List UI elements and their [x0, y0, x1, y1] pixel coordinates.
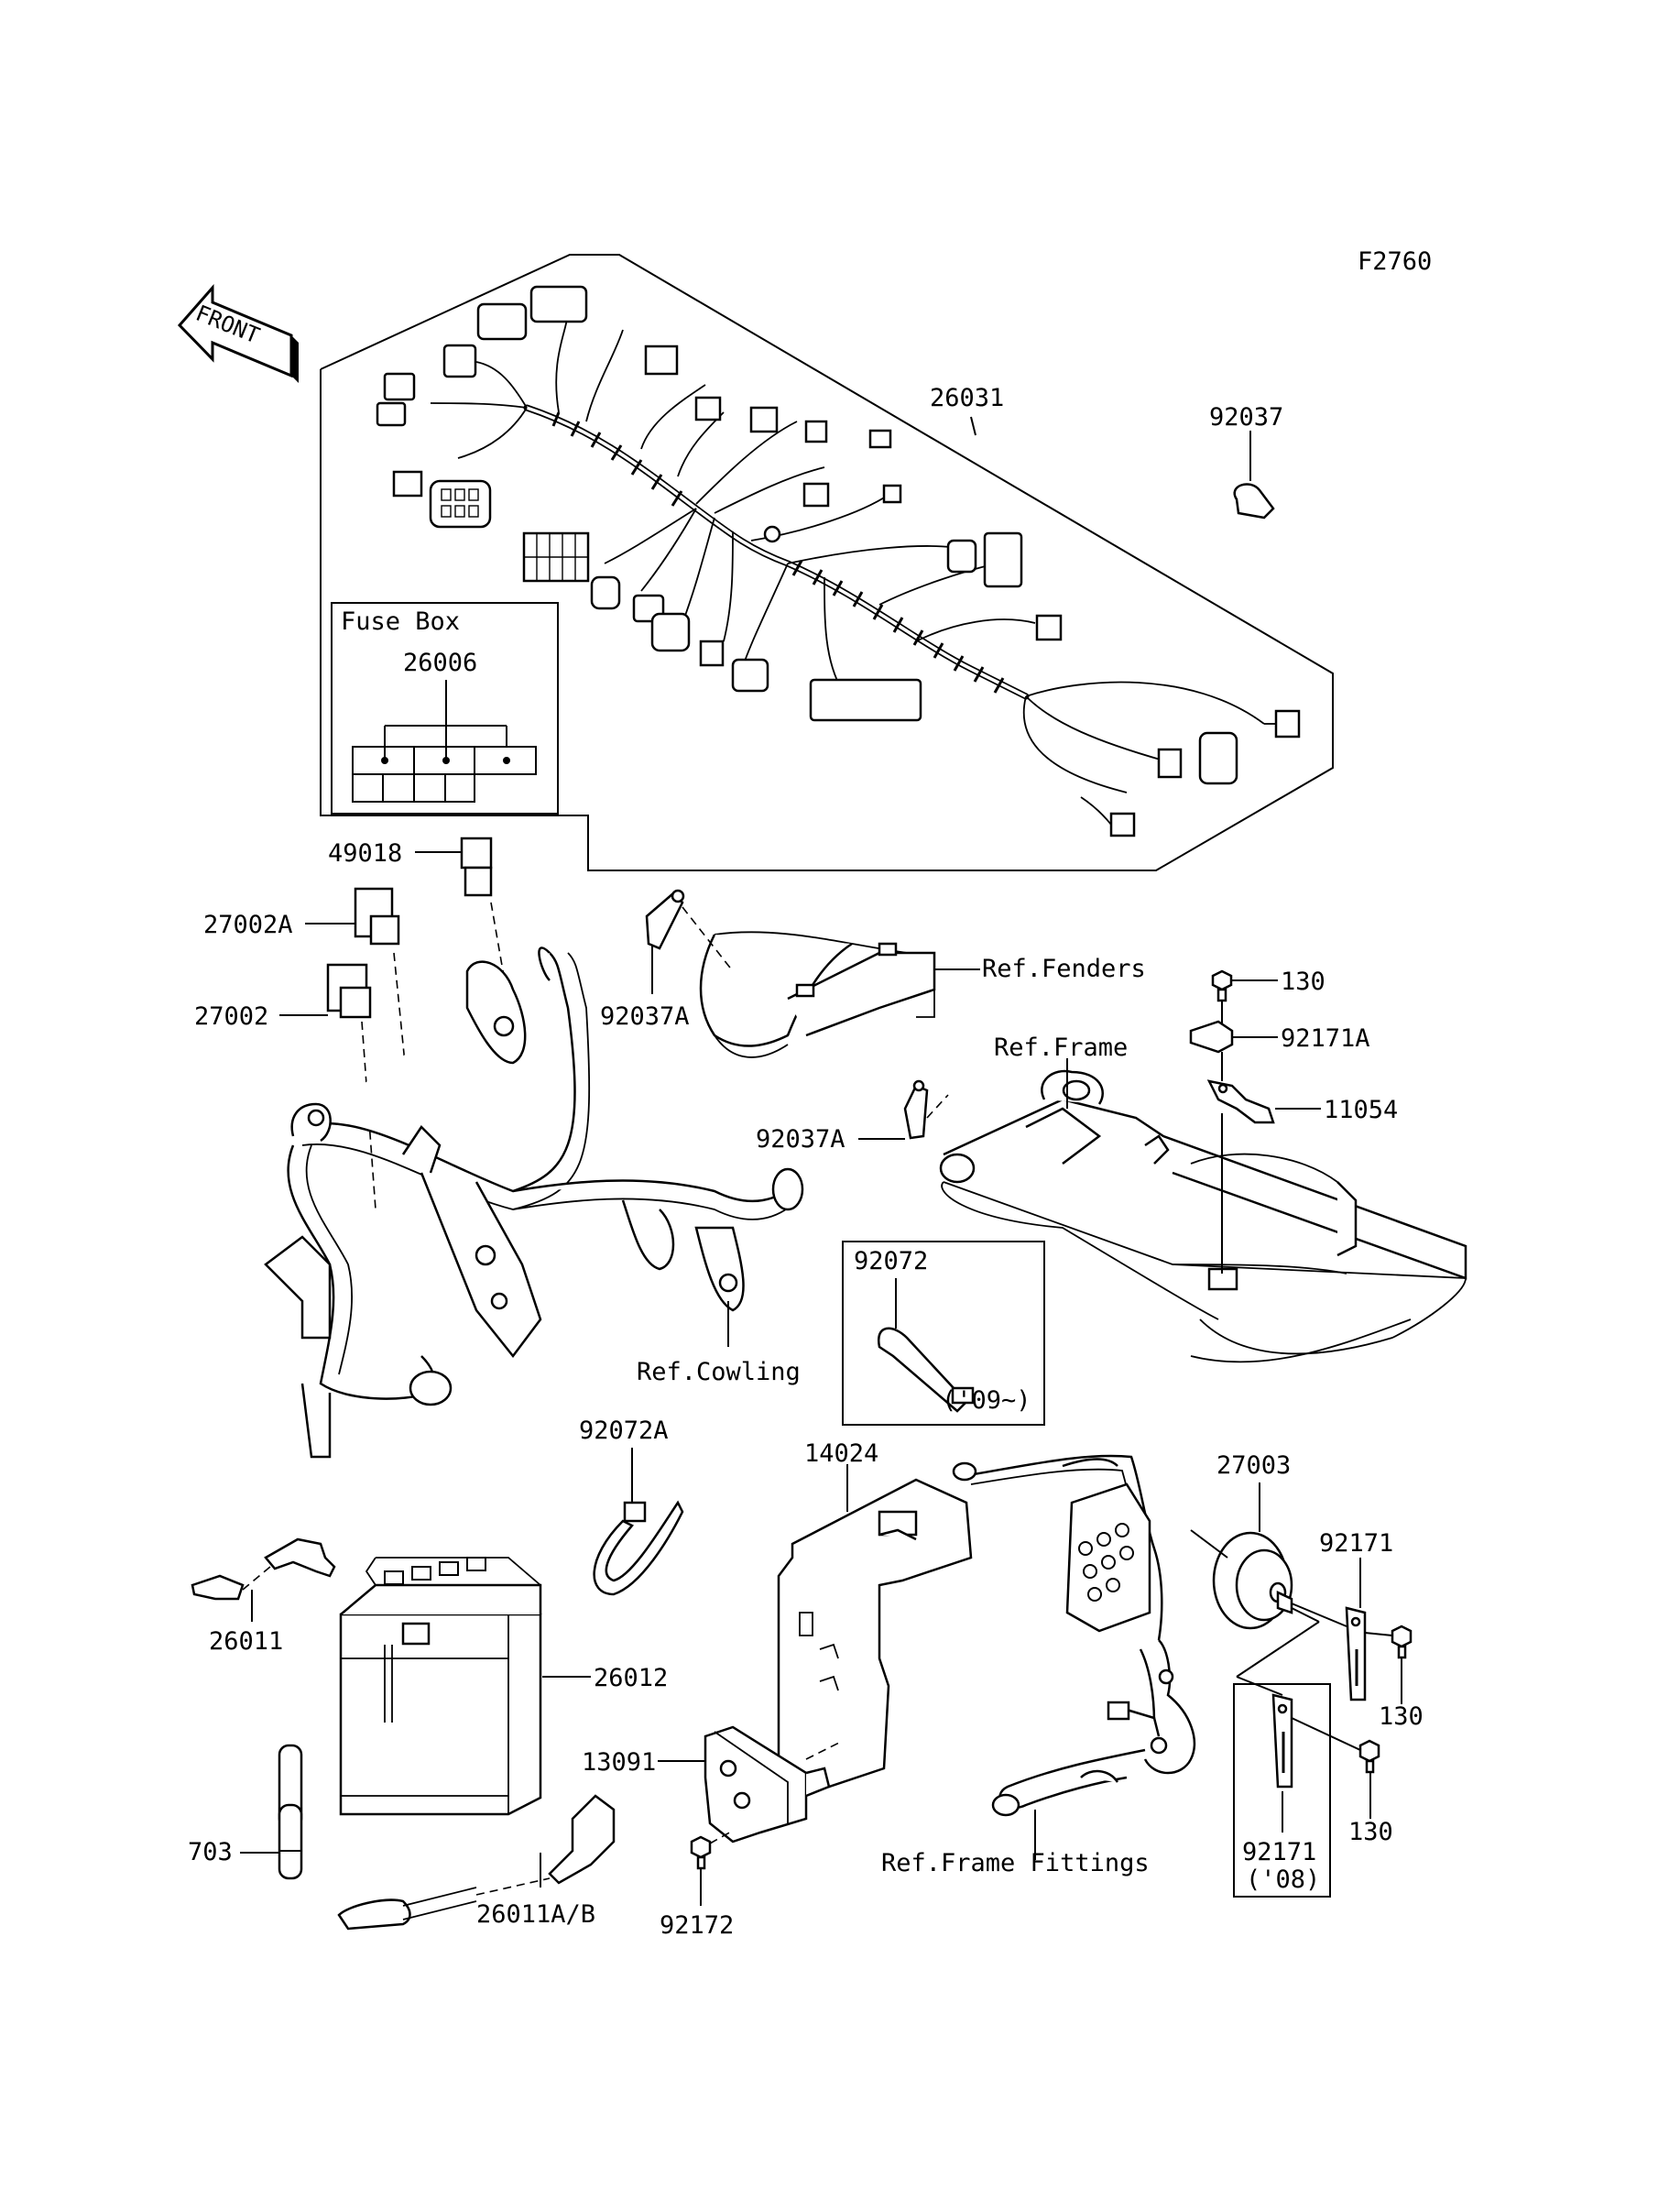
battery-26012 [339, 1557, 542, 1816]
rear-fender-ref [699, 931, 936, 1058]
label-130-low: 130 [1348, 1818, 1393, 1846]
battery-lead-26011 [191, 1537, 336, 1601]
label-92072A: 92072A [579, 1417, 669, 1445]
front-arrow-icon: FRONT [177, 284, 299, 383]
bolt-130-mid [1391, 1625, 1413, 1659]
label-130-mid: 130 [1379, 1702, 1424, 1731]
label-92171: 92171 [1319, 1529, 1393, 1558]
label-ref-cowling: Ref.Cowling [637, 1358, 801, 1386]
label-27002: 27002 [194, 1002, 268, 1031]
label-92072: 92072 [854, 1247, 928, 1275]
bolt-130-low [1358, 1739, 1380, 1774]
battery-cover-14024 [777, 1478, 973, 1789]
label-92171-08: 92171 [1242, 1838, 1316, 1866]
harness-group-boundary [320, 254, 1334, 871]
clamp-92037A-upper [645, 889, 685, 950]
bolt-92172 [690, 1835, 712, 1870]
bracket-92171 [1345, 1606, 1367, 1701]
fuse-box-part-number: 26006 [403, 649, 477, 677]
rear-frame-ref [939, 1069, 1467, 1363]
label-26031: 26031 [930, 384, 1004, 412]
label-26011: 26011 [209, 1627, 283, 1656]
frame-fittings-ref [952, 1454, 1195, 1817]
label-92037A-lower: 92037A [756, 1125, 845, 1154]
note-08: ('08) [1246, 1865, 1320, 1894]
label-26012: 26012 [594, 1664, 668, 1692]
fuse-box-inset: Fuse Box 26006 [331, 602, 559, 815]
label-703: 703 [188, 1838, 233, 1866]
relay-49018 [460, 837, 493, 897]
battery-holder-13091 [704, 1725, 831, 1843]
diagram-code: F2760 [1358, 247, 1432, 276]
label-11054: 11054 [1324, 1096, 1398, 1124]
label-ref-frame-fittings: Ref.Frame Fittings [881, 1849, 1150, 1877]
label-27002A: 27002A [203, 911, 293, 939]
label-92172: 92172 [660, 1911, 734, 1940]
clamp-92037 [1233, 483, 1275, 520]
label-14024: 14024 [804, 1439, 878, 1468]
relay-27002A [354, 887, 400, 946]
band-92072A [593, 1500, 684, 1596]
battery-lead-26011AB [337, 1794, 616, 1931]
clamp-92037A-lower [903, 1079, 929, 1140]
band-92072-inset [842, 1241, 1045, 1426]
fuse-block [352, 746, 537, 803]
label-130-top: 130 [1281, 968, 1325, 996]
label-13091: 13091 [582, 1748, 656, 1777]
tube-703 [278, 1744, 303, 1880]
note-09: ('09~) [942, 1386, 1031, 1415]
main-wiring-harness [376, 285, 1301, 837]
label-92037: 92037 [1209, 403, 1283, 432]
bolt-130-top [1211, 969, 1233, 1002]
label-49018: 49018 [328, 839, 402, 868]
bracket-92171-08-inset [1233, 1683, 1331, 1898]
front-frame-bracket [264, 946, 804, 1459]
label-26011AB: 26011A/B [476, 1900, 595, 1929]
bracket-11054 [1206, 1079, 1275, 1124]
label-ref-fenders: Ref.Fenders [982, 955, 1146, 983]
label-92037A-upper: 92037A [600, 1002, 690, 1031]
horn-27003 [1212, 1531, 1293, 1630]
fuse-box-title: Fuse Box [341, 607, 460, 636]
label-ref-frame: Ref.Frame [994, 1034, 1128, 1062]
label-92171A: 92171A [1281, 1024, 1370, 1053]
relay-27002 [326, 963, 372, 1019]
clamp-92171A [1189, 1020, 1234, 1054]
label-27003: 27003 [1216, 1451, 1291, 1480]
